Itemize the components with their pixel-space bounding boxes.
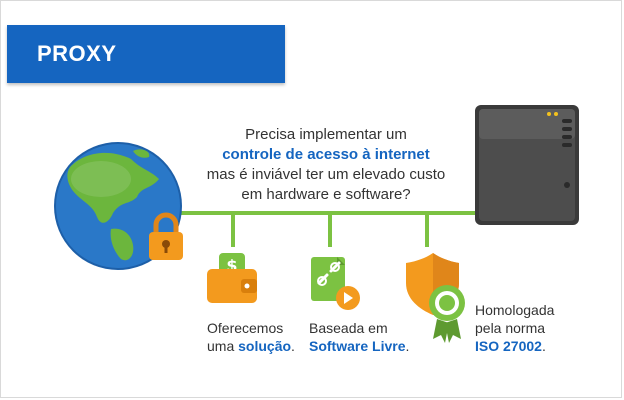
caption-period: . [405,338,410,354]
caption-text: uma [207,338,239,354]
caption-line: Baseada em [309,320,388,336]
caption-highlight: ISO 27002 [475,338,542,354]
wallet-dollar-icon: $ [207,253,257,303]
broken-link-document-icon [311,257,360,310]
feature-caption-iso: Homologada pela norma ISO 27002. [475,301,554,355]
award-seal-icon [429,285,465,343]
question-line-3: mas é inviável ter um elevado custo [206,166,446,183]
connector-lines [171,211,477,247]
padlock-icon [149,212,183,260]
caption-period: . [541,338,546,354]
main-connector-line [171,211,477,215]
caption-highlight: Software Livre [309,338,406,354]
feature-caption-solution: Oferecemos uma solução. [207,319,295,355]
caption-period: . [291,338,295,354]
caption-line: Homologada [475,302,555,318]
connector-drop-3 [425,213,429,247]
question-line-4: em hardware e software? [241,186,411,203]
question-highlight: controle de acesso à internet [222,146,430,163]
server-icon [475,105,579,225]
svg-text:$: $ [226,256,237,275]
caption-line: Oferecemos [207,320,284,336]
caption-highlight: solução [238,338,292,354]
feature-caption-software-livre: Baseada em Software Livre. [309,319,409,355]
title-banner: PROXY [7,25,285,83]
question-line-1: Precisa implementar um [245,126,407,143]
caption-line: pela norma [475,320,546,336]
connector-drop-1 [231,213,235,247]
page-title: PROXY [37,41,117,66]
connector-drop-2 [328,213,332,247]
question-text: Precisa implementar um controle de acess… [201,125,451,205]
